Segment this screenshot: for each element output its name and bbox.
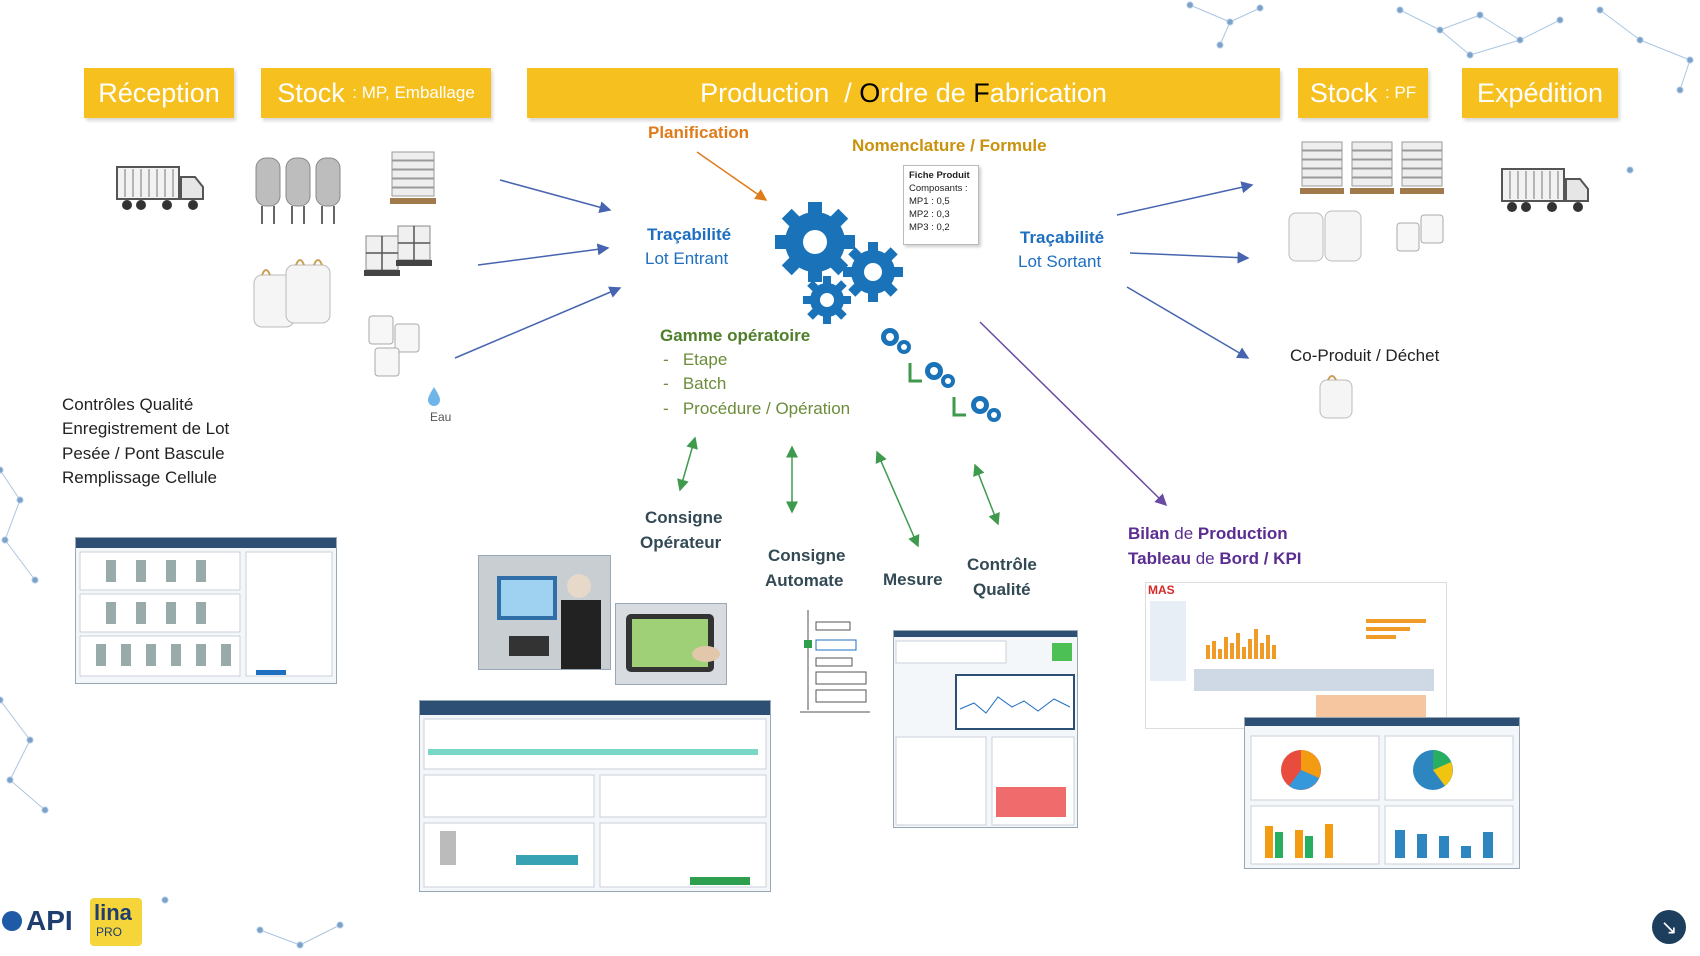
gamme-item-procedure: - Procédure / Opération — [663, 399, 851, 418]
pallet-bags-icon — [390, 151, 436, 204]
gamme-item-batch-text: Batch — [682, 374, 727, 393]
truck-icon-reception — [116, 166, 204, 210]
reception-item-2: Enregistrement de Lot — [62, 419, 230, 438]
planification-label: Planification — [648, 123, 750, 142]
mas-logo: MAS — [1148, 583, 1175, 597]
gears-icon — [775, 202, 903, 324]
api-logo: API — [2, 905, 73, 937]
header-reception-label: Réception — [98, 77, 220, 108]
ibc-container-icon — [364, 225, 432, 276]
small-gears-steps-icon — [881, 328, 1001, 422]
header-expedition: Expédition — [1462, 68, 1618, 118]
operator-photo-1-drawing — [497, 574, 601, 669]
header-stock-mp: Stock : MP, Emballage — [261, 68, 491, 118]
coproduit-bag-icon — [1319, 375, 1353, 419]
reception-item-3: Pesée / Pont Bascule — [62, 444, 225, 463]
tableau-part-c: Bord / KPI — [1219, 549, 1302, 568]
nomenclature-label: Nomenclature / Formule — [852, 136, 1047, 155]
tdb-reception-drawing — [1250, 735, 1514, 865]
header-production-part-e: abrication — [989, 77, 1107, 108]
fiche-line-4: MP3 : 0,2 — [909, 222, 950, 233]
bilan-part-a: Bilan — [1128, 524, 1170, 543]
operator-photo-1 — [478, 555, 611, 670]
tableau-part-b: de — [1190, 549, 1220, 568]
header-stock-pf-label: Stock — [1309, 77, 1378, 108]
eau-label: Eau — [430, 410, 452, 424]
globe-icon — [2, 911, 22, 931]
header-production-part-b: O — [859, 77, 881, 108]
mesure-screenshot — [893, 630, 1078, 828]
header-stock-mp-label: Stock — [277, 77, 345, 108]
fiche-produit-card: Fiche Produit Composants : MP1 : 0,5 MP2… — [903, 165, 979, 245]
fiche-line-1: Composants : — [909, 183, 968, 194]
truck-icon-expedition — [1501, 168, 1589, 212]
pro-logo-text: PRO — [96, 925, 123, 939]
header-reception: Réception — [84, 68, 234, 118]
bigbag-pf-icon — [1288, 210, 1444, 262]
operator-photo-2-drawing — [626, 614, 720, 672]
water-drop-icon — [428, 387, 440, 406]
gamme-item-batch: - Batch — [663, 374, 727, 393]
bilan-part-c: Production — [1197, 524, 1288, 543]
tableau-part-a: Tableau — [1128, 549, 1191, 568]
tracabilite-entrant-title: Traçabilité — [647, 225, 732, 244]
corner-arrow-button[interactable]: ↘ — [1652, 910, 1686, 944]
fiche-line-3: MP2 : 0,3 — [909, 209, 950, 220]
fiche-title: Fiche Produit — [909, 170, 970, 181]
consigne-operateur-2: Opérateur — [640, 533, 722, 552]
header-stock-pf-sub: : PF — [1384, 83, 1417, 102]
header-stock-pf: Stock : PF — [1298, 68, 1428, 118]
reception-item-1: Contrôles Qualité — [62, 395, 194, 414]
api-logo-text: API — [26, 905, 73, 936]
controle-qualite-1: Contrôle — [967, 555, 1037, 574]
header-expedition-label: Expédition — [1476, 77, 1604, 108]
tracabilite-entrant-sub: Lot Entrant — [645, 249, 729, 268]
pallets-pf-icon — [1300, 141, 1444, 194]
reception-screenshot-grid — [79, 551, 333, 677]
of-traitement-screenshot — [419, 700, 771, 892]
gamme-item-etape: - Etape — [663, 350, 728, 369]
operator-photo-2 — [615, 603, 727, 685]
header-production-part-d: F — [973, 77, 990, 108]
of-traitement-screenshot-drawing — [423, 718, 767, 888]
header-stock-mp-sub: : MP, Emballage — [352, 83, 475, 102]
coproduit-label: Co-Produit / Déchet — [1290, 346, 1440, 365]
consigne-automate-2: Automate — [765, 571, 844, 590]
lina-pro-logo: lina PRO — [90, 898, 142, 946]
tableau-bord-label: Tableau de Bord / KPI — [1128, 549, 1302, 569]
controle-qualite-2: Qualité — [973, 580, 1031, 599]
automate-flow-diagram — [800, 610, 870, 713]
header-production-part-c: rdre de — [880, 77, 974, 108]
consigne-operateur-1: Consigne — [645, 508, 723, 527]
consigne-automate-1: Consigne — [768, 546, 846, 565]
gamme-operatoire-title: Gamme opératoire — [660, 326, 811, 345]
tdb-reception-screenshot — [1244, 717, 1520, 869]
mesure-label: Mesure — [883, 570, 943, 589]
tracabilite-sortant-title: Traçabilité — [1020, 228, 1105, 247]
reception-item-4: Remplissage Cellule — [62, 468, 217, 487]
gamme-item-etape-text: Etape — [682, 350, 728, 369]
bilan-production-label: Bilan de Production — [1128, 524, 1288, 544]
gamme-item-procedure-text: Procédure / Opération — [682, 399, 851, 418]
silo-icon — [255, 157, 341, 224]
fiche-line-2: MP1 : 0,5 — [909, 196, 950, 207]
reception-screenshot — [75, 537, 337, 684]
rapport-production-drawing — [1150, 601, 1434, 719]
mesure-screenshot-drawing — [895, 640, 1075, 826]
lina-logo-text: lina — [94, 900, 132, 925]
arrow-down-right-icon: ↘ — [1660, 916, 1678, 939]
bilan-part-b: de — [1169, 524, 1198, 543]
jerrycan-icon — [368, 315, 420, 377]
rapport-production-screenshot: MAS — [1145, 582, 1447, 729]
header-production-part-a: Production / — [700, 77, 860, 108]
bigbag-icon — [253, 259, 331, 328]
tracabilite-sortant-sub: Lot Sortant — [1018, 252, 1102, 271]
